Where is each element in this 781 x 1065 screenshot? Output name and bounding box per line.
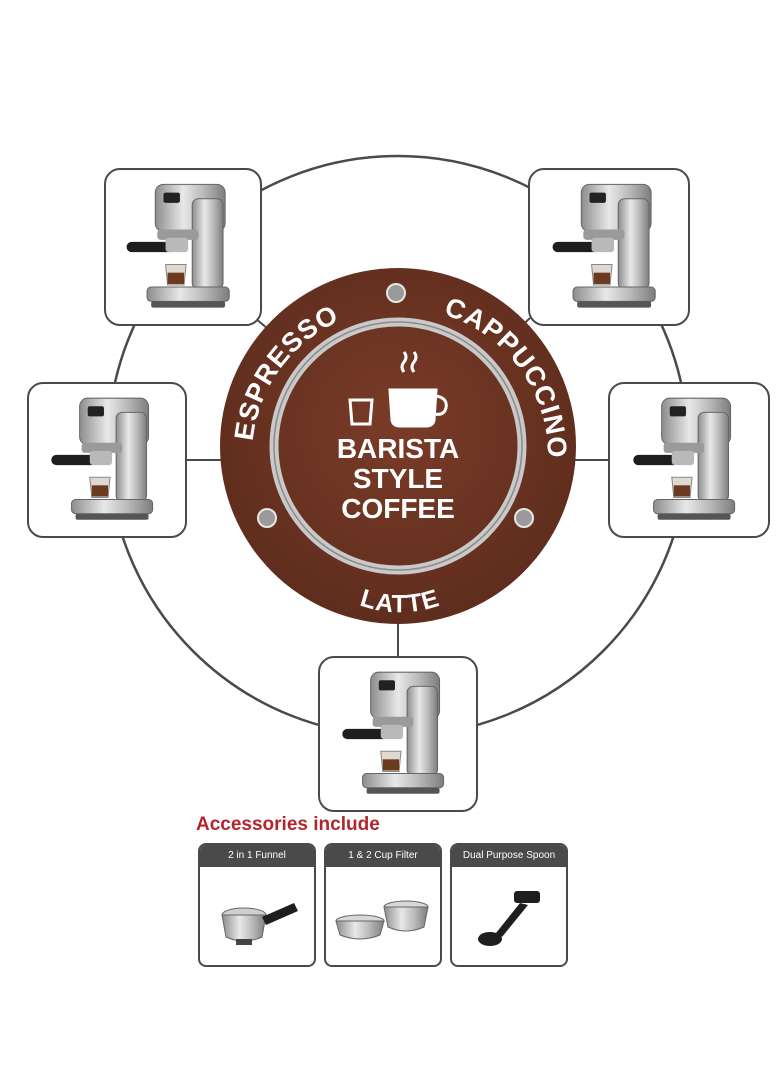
title-line-3: COFFEE: [341, 493, 455, 524]
machine-card-espresso: [104, 168, 262, 326]
machine-card-cappuccino: [528, 168, 690, 326]
espresso-machine-icon: [320, 658, 476, 810]
accessory-label: 1 & 2 Cup Filter: [326, 845, 440, 867]
espresso-machine-icon: [530, 170, 688, 324]
center-title: BARISTA STYLE COFFEE: [337, 433, 459, 524]
tamper-spoon-icon: [478, 891, 540, 946]
accessory-card-funnel: 2 in 1 Funnel: [198, 843, 316, 967]
accessory-label: Dual Purpose Spoon: [452, 845, 566, 867]
accessory-card-filters: 1 & 2 Cup Filter: [324, 843, 442, 967]
portafilter-icon: [221, 903, 298, 945]
espresso-machine-icon: [29, 384, 185, 536]
accessory-card-spoon: Dual Purpose Spoon: [450, 843, 568, 967]
filter-baskets-icon: [335, 900, 429, 940]
screw-dots: [257, 283, 534, 528]
machine-card-latte: [318, 656, 478, 812]
coffee-cups-icon: [348, 351, 448, 428]
title-line-1: BARISTA: [337, 433, 459, 464]
accessories-title: Accessories include: [196, 814, 380, 835]
title-line-2: STYLE: [353, 463, 443, 494]
machine-card-milk-frothing: [608, 382, 770, 538]
espresso-machine-icon: [106, 170, 260, 324]
espresso-machine-icon: [610, 384, 768, 536]
machine-card-single-shot: [27, 382, 187, 538]
accessory-label: 2 in 1 Funnel: [200, 845, 314, 867]
